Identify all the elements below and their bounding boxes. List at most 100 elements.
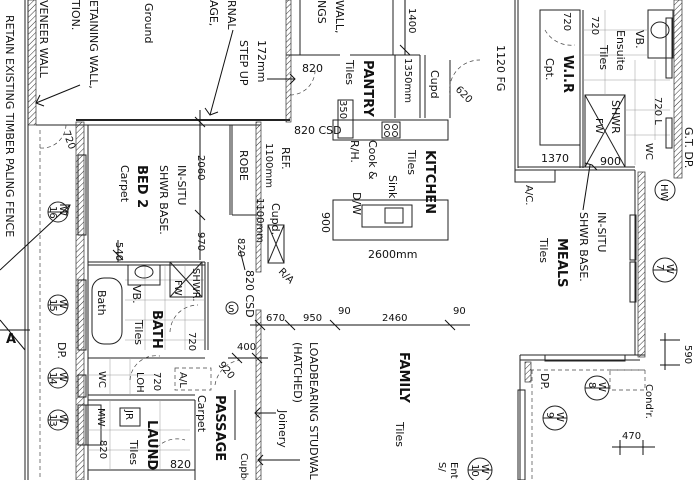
bed2-label: BED 2 bbox=[134, 165, 149, 208]
ensuite-tile-grid bbox=[583, 10, 670, 165]
dim-670: 670 bbox=[266, 313, 285, 324]
window-prefix: W bbox=[554, 412, 565, 422]
window-number: 7 bbox=[654, 264, 665, 270]
pantry-label: PANTRY bbox=[360, 60, 375, 117]
dim-350: 350 bbox=[337, 100, 348, 119]
dim-720l: 720 L bbox=[652, 97, 663, 125]
cook-label: Cook & bbox=[366, 140, 379, 180]
wir-floor: Cpt. bbox=[543, 58, 556, 80]
jr-label: JR bbox=[123, 409, 134, 420]
window-marker-w10: W10 bbox=[467, 457, 493, 480]
dim-2460: 2460 bbox=[382, 313, 407, 324]
window-number: 8 bbox=[586, 382, 597, 388]
dim-90b: 90 bbox=[453, 306, 466, 317]
window-marker-w15: W15 bbox=[47, 294, 69, 316]
condenser-label: Cond'r. bbox=[643, 384, 654, 419]
wir-label: W.I.R bbox=[560, 55, 575, 93]
kitchen-label: KITCHEN bbox=[422, 150, 437, 214]
dim-720-bath: 720 bbox=[186, 332, 197, 351]
door-820-top: 820 bbox=[302, 62, 323, 75]
entry-label-1: Ent bbox=[448, 462, 459, 479]
dim-1400: 1400 bbox=[406, 8, 417, 33]
ground-note: Ground bbox=[142, 3, 155, 43]
dim-820-laund: 820 bbox=[97, 440, 108, 459]
dim-2600: 2600mm bbox=[368, 248, 417, 261]
window-marker-w8: W8 bbox=[584, 375, 610, 401]
window-number: 13 bbox=[47, 414, 58, 427]
dp-label-2: DP. bbox=[538, 373, 551, 390]
ensuite-vb: VB. bbox=[633, 30, 646, 49]
wc-label: WC bbox=[96, 371, 107, 388]
dim-1350: 1350mm bbox=[402, 58, 413, 103]
ref-size: 1100mm bbox=[263, 143, 274, 188]
window-marker-w13: W13 bbox=[47, 409, 69, 431]
smoke-detector-marker bbox=[225, 301, 239, 315]
window-number: 16 bbox=[47, 206, 58, 219]
window-number: 9 bbox=[544, 412, 555, 418]
hw-label: HW bbox=[658, 184, 669, 202]
laund-label: LAUND bbox=[144, 420, 159, 470]
window-prefix: W bbox=[57, 299, 68, 309]
window-prefix: W bbox=[479, 464, 490, 474]
dim-1370: 1370 bbox=[541, 152, 569, 165]
dim-400: 400 bbox=[237, 342, 256, 353]
leader-lines bbox=[0, 29, 598, 466]
kitchen-floor: Tiles bbox=[405, 149, 418, 175]
csd-mid: 820 CSD bbox=[243, 270, 256, 318]
joinery-note: Joinery bbox=[276, 409, 289, 448]
basin bbox=[134, 265, 154, 279]
ensuite-shwr: SHWR bbox=[609, 100, 622, 134]
sink-label: Sink bbox=[386, 175, 399, 199]
cupd2-label: Cupd. bbox=[269, 203, 282, 235]
studwall-note-1: WALL, bbox=[333, 0, 346, 34]
studwall-note-2: NGS bbox=[315, 0, 328, 24]
meals-floor: Tiles bbox=[537, 237, 550, 263]
passage-floor: Carpet bbox=[195, 395, 208, 433]
bath-label: BATH bbox=[149, 310, 164, 349]
passage-label: PASSAGE bbox=[212, 395, 227, 461]
smoke-detector-label: S bbox=[228, 304, 234, 315]
cooktop bbox=[381, 121, 401, 139]
dim-470: 470 bbox=[622, 431, 641, 442]
family-floor: Tiles bbox=[393, 421, 406, 447]
ra-label: R/A bbox=[276, 266, 296, 286]
meals-label: MEALS bbox=[554, 238, 569, 288]
bathtub bbox=[91, 277, 123, 345]
loadbearing-note-2: (HATCHED) bbox=[291, 342, 304, 403]
bed2-floor: Carpet bbox=[118, 165, 131, 203]
bath-vb: VB. bbox=[130, 285, 143, 304]
dim-620: 620 bbox=[453, 84, 474, 105]
gt-dp-label: G.T. DP. bbox=[682, 127, 695, 168]
ensuite-label: Ensuite bbox=[614, 30, 627, 71]
pantry-floor: Tiles bbox=[343, 59, 356, 85]
csd-top: 820 CSD bbox=[294, 124, 342, 137]
window-number: 14 bbox=[47, 372, 58, 385]
dim-820-mid: 820 bbox=[235, 238, 246, 257]
fence-note: RETAIN EXISTING TIMBER PALING FENCE bbox=[3, 15, 16, 237]
dim-900-kitchen: 900 bbox=[319, 212, 332, 233]
step-note-1: 172mm bbox=[255, 40, 268, 82]
window-marker-w9: W9 bbox=[542, 405, 568, 431]
dim-2060: 2060 bbox=[195, 155, 206, 180]
door-swings bbox=[39, 29, 576, 461]
external-note-2: AGE, bbox=[207, 0, 220, 26]
retaining-note-2: TION. bbox=[69, 0, 82, 30]
ensuite-floor: Tiles bbox=[597, 44, 610, 70]
step-note-2: STEP UP bbox=[237, 40, 250, 86]
ensuite-wc: WC bbox=[643, 143, 654, 160]
mw-label: MW bbox=[95, 408, 106, 427]
window-prefix: W bbox=[57, 414, 68, 424]
hot-water-marker bbox=[654, 179, 676, 201]
kitchen-island bbox=[332, 199, 449, 241]
dim-590: 590 bbox=[682, 345, 693, 364]
robe-label: ROBE bbox=[237, 150, 250, 181]
dp-label-1: DP. bbox=[55, 342, 68, 359]
external-note-1: RNAL bbox=[225, 0, 238, 30]
insitu2-label-1: IN-SITU bbox=[595, 212, 608, 252]
dim-720-loh: 720 bbox=[151, 372, 162, 391]
ac-label: A/C. bbox=[523, 185, 534, 205]
ensuite-fw: FW bbox=[593, 118, 604, 134]
insitu-label-1: IN-SITU bbox=[175, 165, 188, 205]
